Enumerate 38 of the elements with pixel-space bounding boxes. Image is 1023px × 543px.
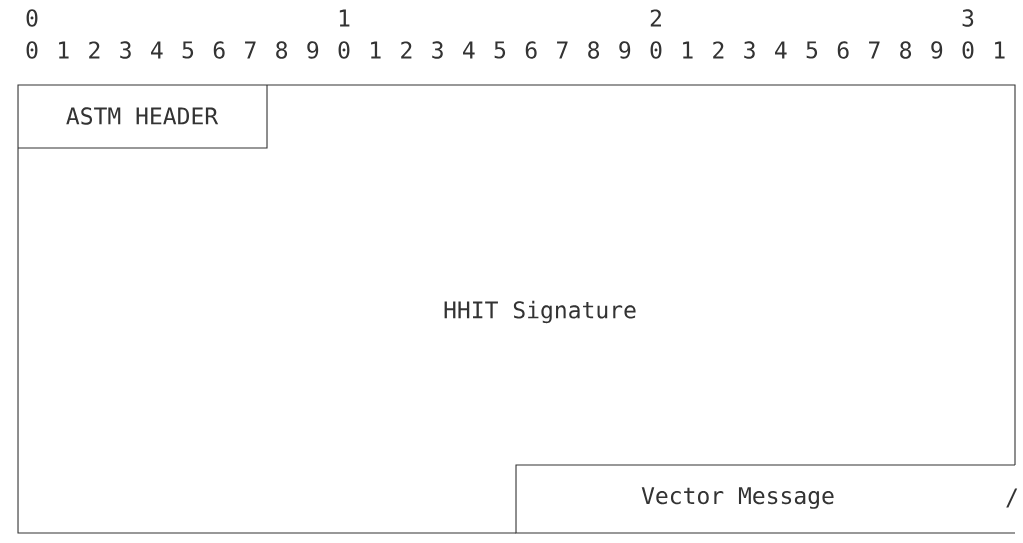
bit-number: 1	[683, 41, 693, 59]
bit-number: 2	[713, 41, 724, 59]
bit-number: 0	[338, 41, 350, 59]
bit-number: 0	[962, 41, 974, 59]
bit-number: 1	[995, 41, 1005, 59]
bit-number: 3	[120, 41, 131, 59]
bit-number: 2	[401, 41, 412, 59]
bit-number: 7	[869, 41, 880, 59]
bit-scale-number: 2	[650, 9, 661, 27]
bit-number: 6	[213, 41, 225, 59]
bit-number: 6	[837, 41, 849, 59]
bit-number: 3	[744, 41, 755, 59]
bit-number: 5	[494, 41, 506, 59]
bit-number: 1	[59, 41, 69, 59]
bit-number: 1	[371, 41, 381, 59]
bit-number: 9	[619, 41, 631, 59]
bit-number: 7	[245, 41, 256, 59]
bit-number: 7	[557, 41, 568, 59]
bit-scale-number: 1	[339, 9, 350, 27]
bit-number: 8	[276, 41, 288, 59]
bit-number: 8	[900, 41, 912, 59]
bit-number: 5	[182, 41, 194, 59]
bit-number: 4	[463, 41, 475, 59]
bit-number: 0	[650, 41, 662, 59]
bit-number: 0	[26, 41, 38, 59]
bit-scale-number: 0	[26, 9, 38, 27]
bit-number: 8	[588, 41, 600, 59]
bit-number: 9	[931, 41, 943, 59]
bit-number: 9	[307, 41, 319, 59]
field-box: ASTM HEADER	[17, 84, 268, 149]
bit-number: 2	[89, 41, 100, 59]
bit-scale-number: 3	[962, 9, 974, 27]
bit-number: 4	[151, 41, 163, 59]
continuation-mark: /	[1006, 488, 1018, 508]
bit-number: 4	[775, 41, 787, 59]
bit-number: 6	[525, 41, 537, 59]
bit-number: 5	[806, 41, 818, 59]
bit-number: 3	[432, 41, 443, 59]
